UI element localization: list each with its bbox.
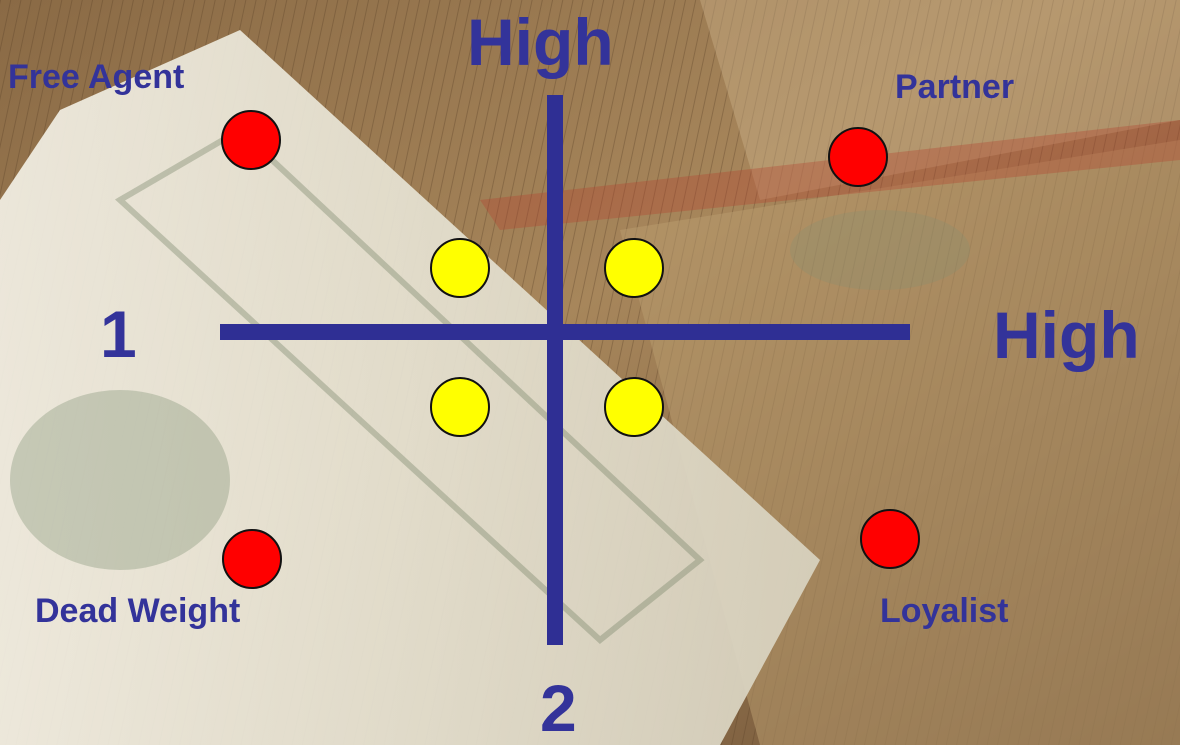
vertical-axis-line (547, 95, 563, 645)
axis-bottom-label: 2 (540, 671, 577, 745)
red-marker-dead-weight (222, 529, 282, 589)
red-marker-loyalist (860, 509, 920, 569)
horizontal-axis-line (220, 324, 910, 340)
yellow-marker-bottom-left (430, 377, 490, 437)
quadrant-label-free-agent: Free Agent (8, 58, 185, 96)
red-marker-partner (828, 127, 888, 187)
red-marker-free-agent (221, 110, 281, 170)
axis-right-label: High (993, 298, 1140, 372)
yellow-marker-top-left (430, 238, 490, 298)
quadrant-label-dead-weight: Dead Weight (35, 592, 241, 630)
quadrant-label-partner: Partner (895, 68, 1015, 106)
yellow-marker-bottom-right (604, 377, 664, 437)
quadrant-label-loyalist: Loyalist (880, 592, 1009, 630)
yellow-marker-top-right (604, 238, 664, 298)
axis-left-label: 1 (100, 297, 137, 371)
axis-top-label: High (467, 5, 614, 79)
